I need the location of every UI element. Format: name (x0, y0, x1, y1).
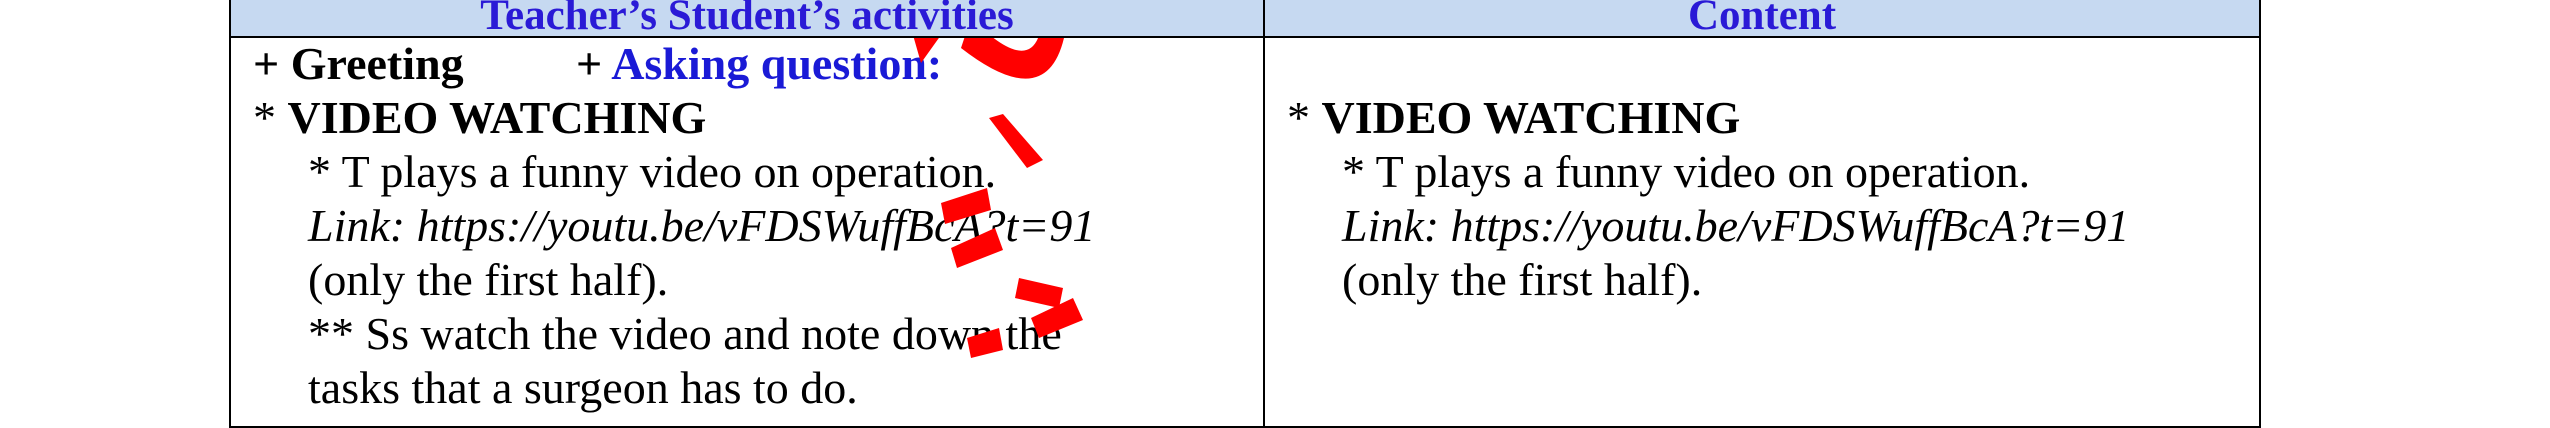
content-section-heading: * VIDEO WATCHING (1287, 92, 1740, 144)
watermark-stroke-1 (989, 114, 1043, 168)
content-cell: * VIDEO WATCHING * T plays a funny video… (1263, 36, 2261, 428)
section-heading: * VIDEO WATCHING (253, 92, 706, 144)
table-header-row: Teacher’s Student’s activities Content (229, 0, 2261, 38)
lesson-table: Teacher’s Student’s activities Content +… (229, 0, 2261, 428)
step-2: ** Ss watch the video and note down the (308, 308, 1062, 359)
content-link-note: (only the first half). (1342, 254, 1703, 305)
content-video-link[interactable]: Link: https://youtu.be/vFDSWuffBcA?t=91 (1342, 200, 2130, 251)
watermark-stroke-6 (1015, 278, 1063, 308)
activities-cell: + Greeting + Asking question: * VIDEO WA… (229, 36, 1265, 428)
section-title: VIDEO WATCHING (287, 92, 707, 143)
asking-question-text: Asking question: (611, 38, 943, 89)
link-note: (only the first half). (308, 254, 669, 305)
asking-question: + Asking question: (576, 38, 942, 90)
header-activities: Teacher’s Student’s activities (229, 0, 1265, 38)
watermark-arc (961, 38, 1064, 79)
video-link[interactable]: Link: https://youtu.be/vFDSWuffBcA?t=91 (308, 200, 1096, 251)
step-2-continued: tasks that a surgeon has to do. (308, 362, 858, 413)
content-section-star: * (1287, 92, 1322, 143)
greeting-text: + Greeting (253, 38, 464, 89)
asking-prefix: + (576, 38, 612, 89)
content-section-title: VIDEO WATCHING (1321, 92, 1741, 143)
content-step-1: * T plays a funny video on operation. (1342, 146, 2031, 197)
header-content: Content (1263, 0, 2261, 38)
step-1: * T plays a funny video on operation. (308, 146, 997, 197)
section-star: * (253, 92, 288, 143)
table-row: + Greeting + Asking question: * VIDEO WA… (229, 36, 2261, 428)
